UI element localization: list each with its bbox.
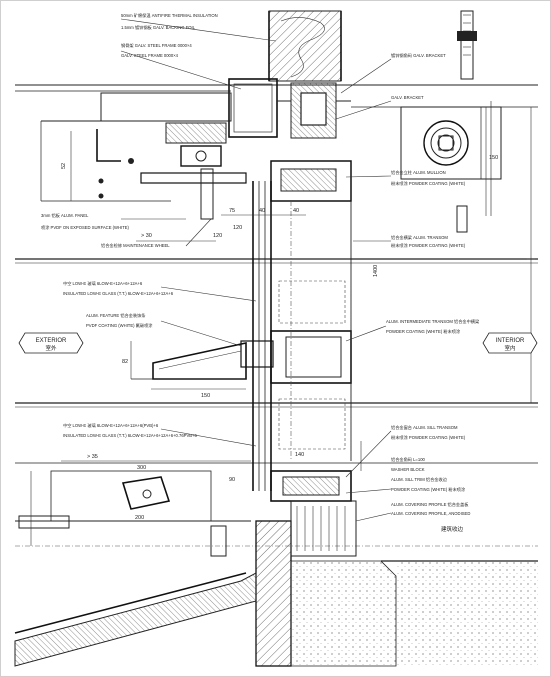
note-lowglass-2: INSULATED LOW-E GLASS (T.T.) 6LOW-E+12A+… [63,433,198,438]
right-bracket-detail [400,10,502,233]
dim-120-b: 120 [233,225,242,231]
note-glass-2: INSULATED LOW-E GLASS (T.T.) 6LOW-E+12A+… [63,291,174,296]
note-int-transom-1: ALUM. INTERMEDIATE TRANSOM 铝合金中横梁 [386,318,480,325]
note-bracket-1: 镀锌钢角码 GALV. BRACKET [391,52,446,59]
steel-frame-top [228,78,351,139]
concrete-base [14,500,538,667]
interior-tag: INTERIOR 室内 [482,332,538,354]
note-top-1: 50mm 矿棉保温 ANTIFIRE THERMAL INSULATION [121,12,218,19]
dim-40-b: 40 [293,208,299,214]
top-wall-insulation [268,10,342,82]
dim-300: 300 [137,465,146,471]
note-panel-2: 喷涂 PVDF ON EXPOSED SURFACE (WHITE) [41,224,130,231]
interior-label: INTERIOR [496,338,525,344]
note-sill-9: 建筑收边 [441,525,464,533]
dimension-texts: 150 1400 75 40 40 120 > 30 150 82 140 > … [61,155,498,521]
note-sill-3: 铝合金角码 L=100 [391,456,426,463]
mullion-system [240,160,352,491]
note-transom-2: 粉末喷涂 POWDER COATING (WHITE) [391,242,466,249]
dim-30: > 30 [141,233,152,239]
note-sill-1: 铝合金窗台 ALUM. SILL TRANSOM [391,424,458,431]
dim-35: > 35 [87,454,98,460]
annotations: 50mm 矿棉保温 ANTIFIRE THERMAL INSULATION 1.… [41,12,480,533]
note-sill-4: WASHER BLOCK [391,467,425,472]
exterior-label-cn: 室外 [45,344,57,352]
dim-150-mid: 150 [201,393,210,399]
interior-label-cn: 室内 [504,344,515,352]
exterior-tag: EXTERIOR 室外 [18,332,84,354]
dim-150-right: 150 [489,155,498,161]
note-sill-5: ALUM. SILL TRIM 铝合金收边 [391,476,448,483]
note-sill-6: POWDER COATING (WHITE) 粉末喷涂 [391,486,466,493]
dim-40-a: 40 [259,208,265,214]
note-panel-1: 3mm 铝板 ALUM. PANEL [41,212,89,219]
dimension-lines [61,107,535,471]
dim-120: 120 [213,233,222,239]
leader-lines [120,18,392,522]
note-lowglass-1: 中空 LOW-E 玻璃 6LOW-E+12A+6+12A+6(PVB)+6 [63,422,159,429]
feature-fin [131,342,247,380]
note-bracket-2: GALV. BRACKET [391,95,424,100]
note-sill-7: ALUM. COVERING PROFILE 铝合金盖板 [391,501,469,508]
exterior-label: EXTERIOR [36,338,67,344]
note-sill-2: 粉末喷涂 POWDER COATING (WHITE) [391,434,466,441]
note-sill-8: ALUM. COVERING PROFILE, ANODISED [391,511,470,516]
dim-82: 82 [122,359,128,365]
sill-assembly [15,470,352,557]
left-panel-frame [40,92,247,247]
note-top-3: 钢骨架 GALV. STEEL FRAME 0000×4 [121,42,192,49]
note-maintenance: 铝合金检修 MAINTENANCE WHEEL [101,242,170,249]
dim-52: 52 [61,163,67,169]
note-int-transom-2: POWDER COATING (WHITE) 粉末喷涂 [386,328,461,335]
dim-140: 140 [295,452,304,458]
note-top-4: GALV. STEEL FRAME 0000×4 [121,53,179,58]
note-mullion-2: 粉末喷涂 POWDER COATING (WHITE) [391,180,466,187]
dim-1400: 1400 [373,265,379,277]
note-top-2: 1.5mm 镀锌钢板 GALV. BACKING FOIL [121,24,196,31]
note-feature-2: PVDF COATING (WHITE) 氟碳喷涂 [86,322,153,329]
note-transom-1: 铝合金横梁 ALUM. TRANSOM [391,234,448,241]
note-glass-1: 中空 LOW-E 玻璃 6LOW-E+12A+6+12A+6 [63,280,143,287]
dim-90: 90 [229,477,235,483]
dim-200: 200 [135,515,144,521]
note-mullion-1: 铝合金立柱 ALUM. MULLION [391,169,446,176]
dim-75: 75 [229,208,235,214]
note-feature-1: ALUM. FEATURE 铝合金装饰条 [86,312,146,319]
